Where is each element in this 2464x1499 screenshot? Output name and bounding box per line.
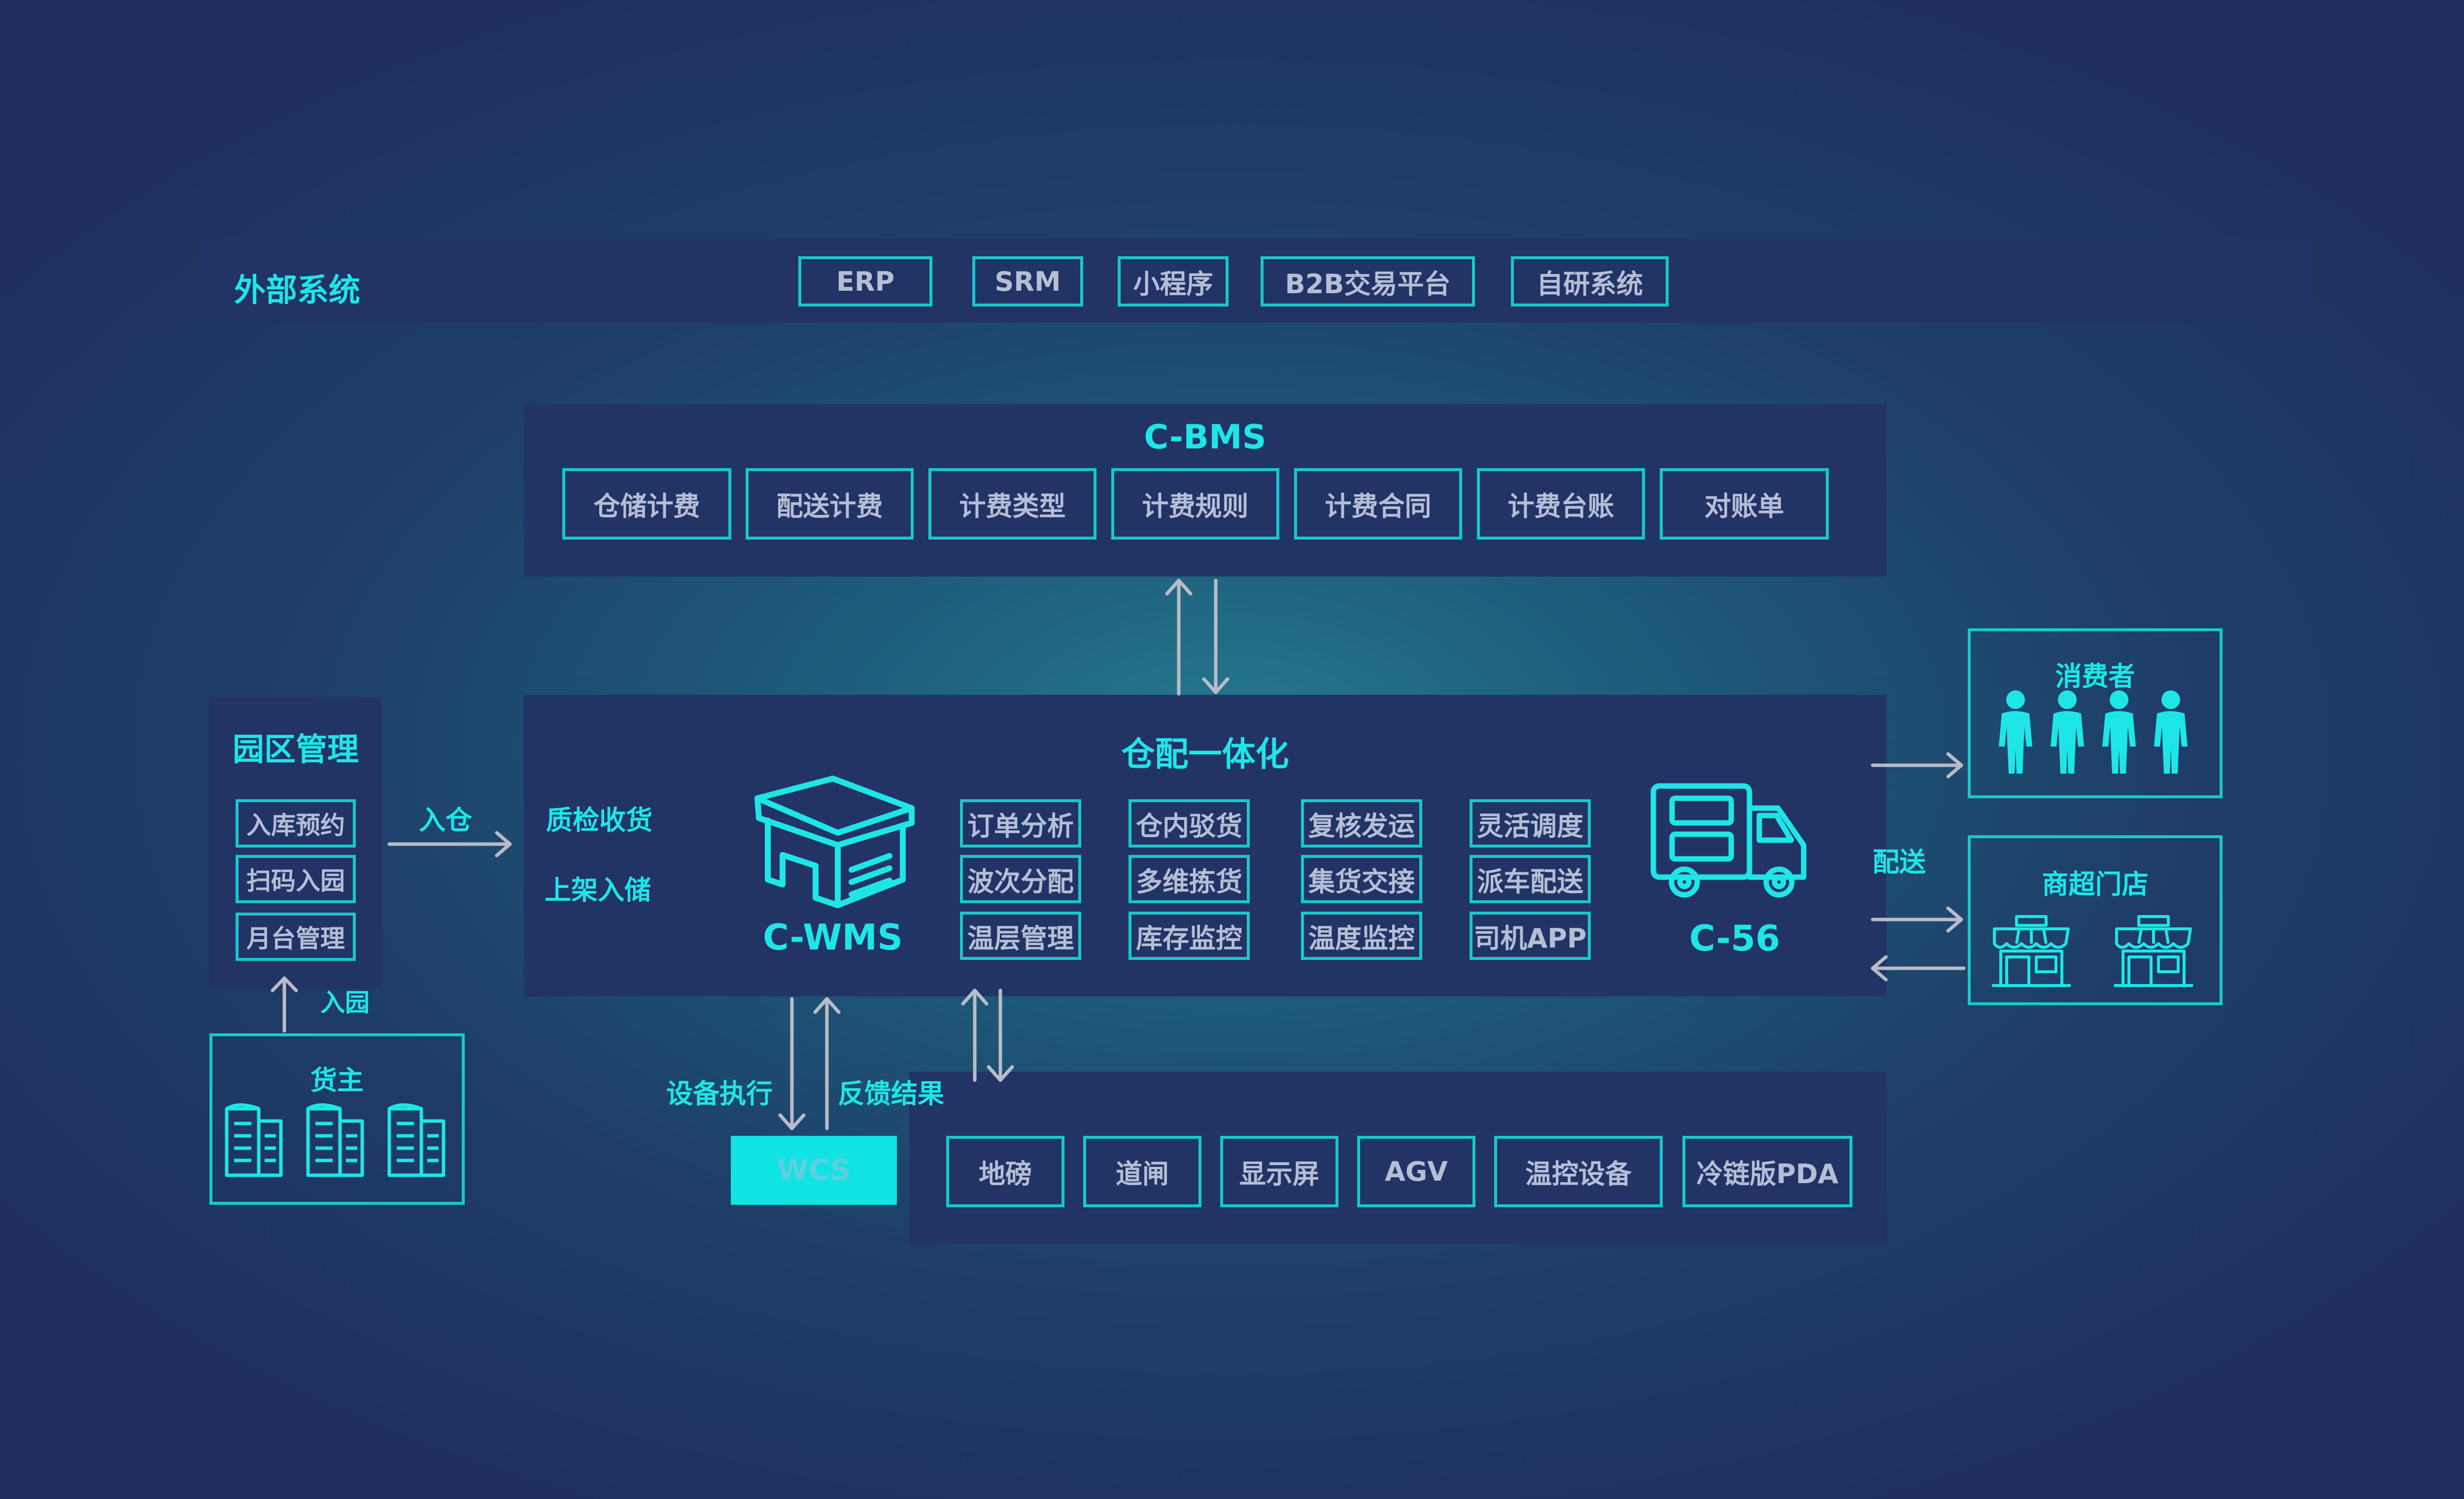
device-item: 温控设备 <box>1494 1136 1663 1207</box>
store-box <box>1968 835 2223 1005</box>
center-item: 库存监控 <box>1129 912 1250 960</box>
person-icon <box>2154 690 2188 774</box>
center-item: 温层管理 <box>960 912 1081 960</box>
center-item: 灵活调度 <box>1470 799 1591 848</box>
devices-panel <box>909 1072 1886 1244</box>
park-item-dock: 月台管理 <box>236 913 356 961</box>
cbms-item: 计费合同 <box>1294 468 1462 540</box>
arrow-in-park <box>271 976 298 1033</box>
consumer-title: 消费者 <box>2055 661 2135 692</box>
building-icon <box>306 1103 364 1177</box>
arrow-devices-to-center <box>961 988 989 1082</box>
device-item: AGV <box>1357 1136 1475 1207</box>
arrow-to-consumer <box>1871 752 1963 779</box>
person-icon <box>2051 690 2084 774</box>
store-icon <box>2114 915 2193 987</box>
consumer-box <box>1968 628 2223 798</box>
owner-box <box>209 1033 465 1205</box>
device-item: 冷链版PDA <box>1682 1136 1852 1207</box>
device-item: 地磅 <box>946 1136 1064 1207</box>
external-item-self-developed: 自研系统 <box>1511 256 1669 307</box>
label-in-warehouse: 入仓 <box>419 805 472 836</box>
cbms-panel <box>524 404 1886 577</box>
center-item: 司机APP <box>1470 912 1591 960</box>
cbms-item: 计费类型 <box>928 468 1096 540</box>
wms-label: C-WMS <box>762 917 903 958</box>
wcs-label: WCS <box>777 1153 851 1187</box>
center-item: 波次分配 <box>960 855 1081 903</box>
label-delivery: 配送 <box>1873 847 1926 878</box>
label-inspect: 质检收货 <box>546 805 652 836</box>
building-icon <box>387 1103 445 1177</box>
label-device-exec: 设备执行 <box>666 1078 773 1109</box>
label-feedback: 反馈结果 <box>838 1078 944 1109</box>
person-icon <box>1999 690 2032 774</box>
park-item-booking: 入库预约 <box>236 799 356 848</box>
arrow-in-warehouse <box>387 831 512 857</box>
center-item: 派车配送 <box>1470 855 1591 903</box>
center-item: 仓内驳货 <box>1129 799 1250 848</box>
center-item: 多维拣货 <box>1129 855 1250 903</box>
device-item: 道闸 <box>1083 1136 1201 1207</box>
arrow-cbms-to-center <box>1202 579 1230 694</box>
label-in-park: 入园 <box>320 988 370 1017</box>
center-item: 温度监控 <box>1301 912 1422 960</box>
external-item-srm: SRM <box>972 256 1083 307</box>
arrow-center-to-devices <box>987 988 1014 1082</box>
truck-icon <box>1650 783 1807 898</box>
cbms-item: 配送计费 <box>746 468 914 540</box>
arrow-feedback <box>813 997 841 1130</box>
external-item-erp: ERP <box>798 256 932 307</box>
external-systems-band <box>200 238 2309 323</box>
cbms-title: C-BMS <box>1144 418 1266 457</box>
arrow-center-to-cbms <box>1165 579 1193 696</box>
center-item: 集货交接 <box>1301 855 1422 903</box>
owner-title: 货主 <box>310 1065 364 1096</box>
label-shelve: 上架入储 <box>545 875 651 906</box>
arrow-from-store <box>1871 955 1966 982</box>
cbms-item: 对账单 <box>1660 468 1829 540</box>
external-systems-title: 外部系统 <box>234 273 360 309</box>
park-item-scan: 扫码入园 <box>236 855 356 903</box>
arrow-device-exec <box>778 997 806 1130</box>
cbms-item: 仓储计费 <box>562 468 731 540</box>
park-title: 园区管理 <box>233 732 359 768</box>
external-item-miniprogram: 小程序 <box>1118 256 1229 307</box>
center-title: 仓配一体化 <box>1121 735 1289 774</box>
person-icons <box>1999 690 2188 774</box>
cbms-item: 计费规则 <box>1111 468 1279 540</box>
warehouse-icon <box>754 776 915 908</box>
c56-label: C-56 <box>1689 918 1780 959</box>
person-icon <box>2102 690 2136 774</box>
arrow-to-store <box>1871 906 1963 933</box>
device-item: 显示屏 <box>1220 1136 1338 1207</box>
center-item: 订单分析 <box>960 799 1081 848</box>
cbms-item: 计费台账 <box>1477 468 1645 540</box>
store-title: 商超门店 <box>2042 869 2149 900</box>
wcs-block <box>731 1136 897 1205</box>
building-icon <box>225 1103 283 1177</box>
store-icon <box>1992 915 2071 987</box>
center-item: 复核发运 <box>1301 799 1422 848</box>
external-item-b2b: B2B交易平台 <box>1261 256 1475 307</box>
